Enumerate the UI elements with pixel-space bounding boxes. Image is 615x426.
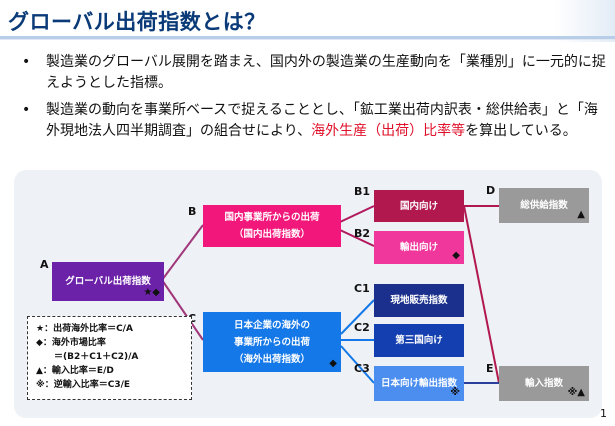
bullet-highlight: 海外生産（出荷）比率等 (311, 123, 466, 139)
line-c-c3 (340, 345, 375, 384)
title-bar: グローバル出荷指数とは？ (0, 0, 615, 42)
export-mark: ◆ (452, 250, 460, 261)
title-underline (0, 36, 615, 39)
import-box: 輸入指数 ※▲ (499, 366, 589, 401)
legend-line: ◆：海外市場比率 (36, 338, 106, 348)
total-supply-box: 総供給指数 ▲ (499, 188, 589, 223)
bullet-dot: • (22, 102, 31, 118)
third-country-label: 第三国向け (395, 335, 443, 346)
reimport-mark: ※ (450, 387, 460, 398)
line-a-c (161, 279, 204, 341)
export-label: 輸出向け (399, 242, 438, 253)
global-shipment-label: グローバル出荷指数 (65, 276, 151, 287)
local-sales-label: 現地販売指数 (390, 295, 448, 306)
label-d: D (486, 184, 496, 197)
overseas-shipment-box: 日本企業の海外の 事業所からの出荷 （海外出荷指数） ◆ (203, 312, 341, 372)
legend-box: ★：出荷海外比率＝C/A ◆：海外市場比率 ＝(B2＋C1＋C2)/A ▲：輸入… (27, 316, 192, 400)
reimport-box: 日本向け輸出指数 ※ (374, 366, 464, 401)
domestic-shipment-line2: （国内出荷指数） (233, 229, 310, 240)
domestic-shipment-box: 国内事業所からの出荷 （国内出荷指数） (203, 205, 341, 247)
bullet-list: • 製造業のグローバル展開を踏まえ、国内外の製造業の生産動向を「業種別」に一元的… (22, 52, 607, 148)
legend-line: ※：逆輸入比率＝C3/E (36, 380, 131, 390)
reimport-label: 日本向け輸出指数 (380, 378, 457, 389)
total-supply-label: 総供給指数 (520, 200, 568, 211)
label-c: C (188, 312, 197, 325)
global-shipment-mark: ★◆ (143, 287, 160, 298)
page-title: グローバル出荷指数とは？ (8, 10, 266, 34)
line-b1-e (463, 205, 500, 384)
line-a-b (161, 224, 204, 281)
legend-line: ▲：輸入比率＝E/D (36, 366, 114, 376)
label-c2: C2 (354, 321, 370, 334)
export-box: 輸出向け ◆ (374, 231, 464, 264)
total-supply-mark: ▲ (577, 209, 585, 220)
legend-line: ★：出荷海外比率＝C/A (36, 324, 133, 334)
overseas-shipment-line2: 事業所からの出荷 (233, 336, 310, 348)
domestic-sales-box: 国内向け (374, 190, 464, 222)
page-number: 1 (600, 407, 607, 420)
global-shipment-box: グローバル出荷指数 ★◆ (52, 262, 164, 301)
label-c1: C1 (354, 282, 370, 295)
overseas-shipment-mark: ◆ (329, 358, 337, 369)
bullet-item-2: • 製造業の動向を事業所ベースで捉えることとし、「鉱工業出荷内訳表・総供給表」と… (22, 100, 607, 142)
title-gradient (555, 0, 615, 42)
line-b-b2 (339, 229, 375, 247)
bullet-item-1: • 製造業のグローバル展開を踏まえ、国内外の製造業の生産動向を「業種別」に一元的… (22, 52, 607, 94)
overseas-shipment-line3: （海外出荷指数） (233, 353, 310, 365)
bullet-tail: を算出している。 (465, 123, 577, 139)
bullet-dot: • (22, 54, 31, 70)
line-c-c1 (340, 299, 375, 335)
label-c3: C3 (354, 362, 370, 375)
bullet-text: 製造業のグローバル展開を踏まえ、国内外の製造業の生産動向を「業種別」に一元的に捉… (46, 54, 606, 91)
local-sales-box: 現地販売指数 (374, 284, 464, 317)
title-underline-thin (0, 39, 615, 40)
domestic-shipment-line1: 国内事業所からの出荷 (224, 212, 320, 223)
bullet-text: 製造業の動向を事業所ベースで捉えることとし、「鉱工業出荷内訳表・総供給表」と「海… (46, 102, 598, 139)
label-a: A (40, 258, 49, 271)
domestic-sales-label: 国内向け (399, 200, 438, 212)
overseas-shipment-line1: 日本企業の海外の (233, 319, 310, 331)
label-e: E (486, 362, 494, 375)
label-b: B (188, 205, 197, 218)
third-country-box: 第三国向け (374, 324, 464, 357)
label-b2: B2 (354, 227, 371, 240)
import-mark: ※▲ (567, 387, 585, 398)
import-label: 輸入指数 (524, 378, 563, 389)
line-b-b1 (339, 205, 375, 223)
label-b1: B1 (354, 185, 371, 198)
legend-line: ＝(B2＋C1＋C2)/A (36, 352, 139, 362)
